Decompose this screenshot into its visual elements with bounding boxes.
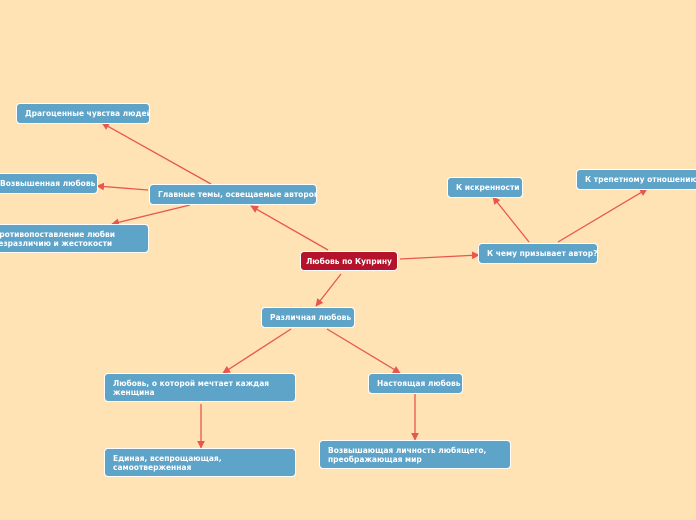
node-label: Драгоценные чувства людей (25, 109, 150, 118)
connector-various-true (326, 328, 401, 374)
node-label: Главные темы, освещаемые автором (158, 190, 317, 199)
node-true-love[interactable]: Настоящая любовь (368, 373, 463, 394)
node-label: Любовь, о которой мечтает каждая женщина (113, 378, 270, 397)
connector-appeal-reverent (557, 188, 648, 243)
connector-appeal-sincerity (492, 196, 530, 243)
connector-main-sublime (96, 182, 149, 191)
node-various-love[interactable]: Различная любовь (261, 307, 355, 328)
connector-root-various (315, 273, 342, 307)
root-node-label: Любовь по Куприну (306, 256, 392, 266)
node-precious-feelings[interactable]: Драгоценные чувства людей (16, 103, 150, 124)
connector-main-contrast (111, 204, 191, 227)
node-label: Единая, всепрощающая, самоотверженная (113, 453, 222, 472)
node-label: Настоящая любовь (377, 379, 461, 388)
connector-root-appeal (399, 251, 480, 260)
node-label: К трепетному отношению друг к другу (585, 175, 696, 184)
node-label: Различная любовь (270, 313, 352, 322)
connector-various-dream (222, 328, 292, 374)
node-contrast[interactable]: Противопоставление любви безразличию и ж… (0, 224, 149, 253)
connector-root-main-themes (250, 205, 329, 251)
root-node[interactable]: Любовь по Куприну (300, 251, 398, 271)
node-dream-love[interactable]: Любовь, о которой мечтает каждая женщина (104, 373, 296, 402)
connector-main-precious (101, 122, 212, 185)
node-appeal[interactable]: К чему призывает автор? (478, 243, 598, 264)
node-elevating[interactable]: Возвышающая личность любящего, преобража… (319, 440, 511, 469)
node-label: Возвышающая личность любящего, преобража… (328, 445, 487, 464)
node-label: Противопоставление любви безразличию и ж… (0, 229, 115, 248)
node-label: Возвышенная любовь (0, 179, 96, 188)
node-label: К чему призывает автор? (487, 249, 598, 258)
node-reverent[interactable]: К трепетному отношению друг к другу (576, 169, 696, 190)
node-sincerity[interactable]: К искренности (447, 177, 523, 198)
node-label: К искренности (456, 183, 520, 192)
node-sublime-love[interactable]: Возвышенная любовь (0, 173, 98, 194)
node-selfless[interactable]: Единая, всепрощающая, самоотверженная (104, 448, 296, 477)
node-main-themes[interactable]: Главные темы, освещаемые автором (149, 184, 317, 205)
